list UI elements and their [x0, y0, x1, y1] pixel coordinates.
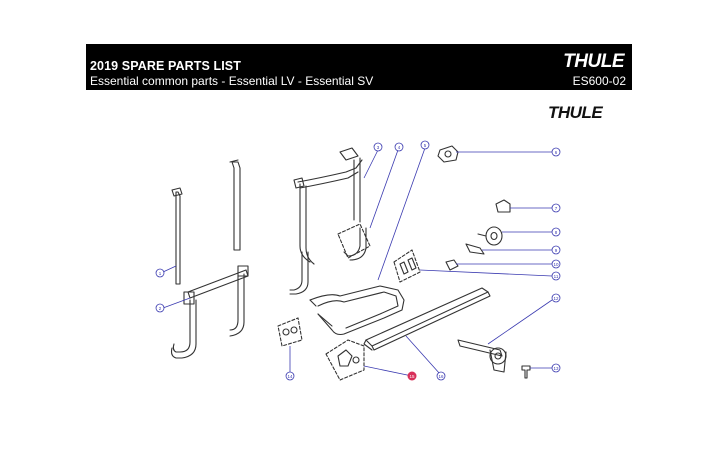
- part-bracket-kit: [325, 339, 365, 381]
- part-lower-rail-frame: [309, 285, 405, 336]
- callout-11: 11: [554, 274, 559, 279]
- part-clamp-fitting: [437, 145, 459, 163]
- part-knob-wheel: [477, 226, 503, 246]
- callout-13: 13: [553, 366, 559, 371]
- document-subtitle: Essential common parts - Essential LV - …: [90, 74, 374, 88]
- part-wheel-holder-arm: [457, 339, 507, 373]
- callout-10: 10: [553, 262, 559, 267]
- part-cross-bar-frame: [170, 265, 249, 359]
- document-title: 2019 SPARE PARTS LIST: [90, 59, 241, 73]
- callout-12: 12: [553, 296, 559, 301]
- callout-7: 7: [555, 206, 558, 211]
- callout-2: 2: [159, 306, 162, 311]
- callout-15: 15: [409, 374, 415, 379]
- highlight-marker: [407, 371, 417, 381]
- callout-4: 4: [398, 145, 401, 150]
- callout-8: 8: [555, 230, 558, 235]
- callout-3: 3: [377, 145, 380, 150]
- part-small-clip: [445, 259, 459, 271]
- callout-5: 5: [424, 143, 427, 148]
- part-tall-tube: [229, 159, 241, 251]
- part-upright-tube: [171, 187, 183, 285]
- part-strap-buckle: [465, 243, 485, 255]
- part-clip-pair: [393, 249, 421, 283]
- callout-14: 14: [287, 374, 293, 379]
- brand-logo: THULE: [563, 51, 624, 72]
- callout-9: 9: [555, 248, 558, 253]
- part-top-arch-frame: [293, 147, 363, 265]
- callout-16: 16: [438, 374, 444, 379]
- part-screw: [521, 365, 531, 379]
- part-j-hook-box: [337, 223, 371, 259]
- document-code: ES600-02: [572, 74, 626, 88]
- callout-6: 6: [555, 150, 558, 155]
- title-banner: 2019 SPARE PARTS LIST Essential common p…: [86, 44, 632, 90]
- part-j-hook-tube: [289, 227, 367, 295]
- part-small-bracket: [495, 199, 511, 213]
- part-wheel-rail: [363, 287, 491, 351]
- callout-1: 1: [159, 271, 162, 276]
- brand-logo-secondary: THULE: [548, 103, 603, 122]
- part-nut-pair: [277, 317, 303, 347]
